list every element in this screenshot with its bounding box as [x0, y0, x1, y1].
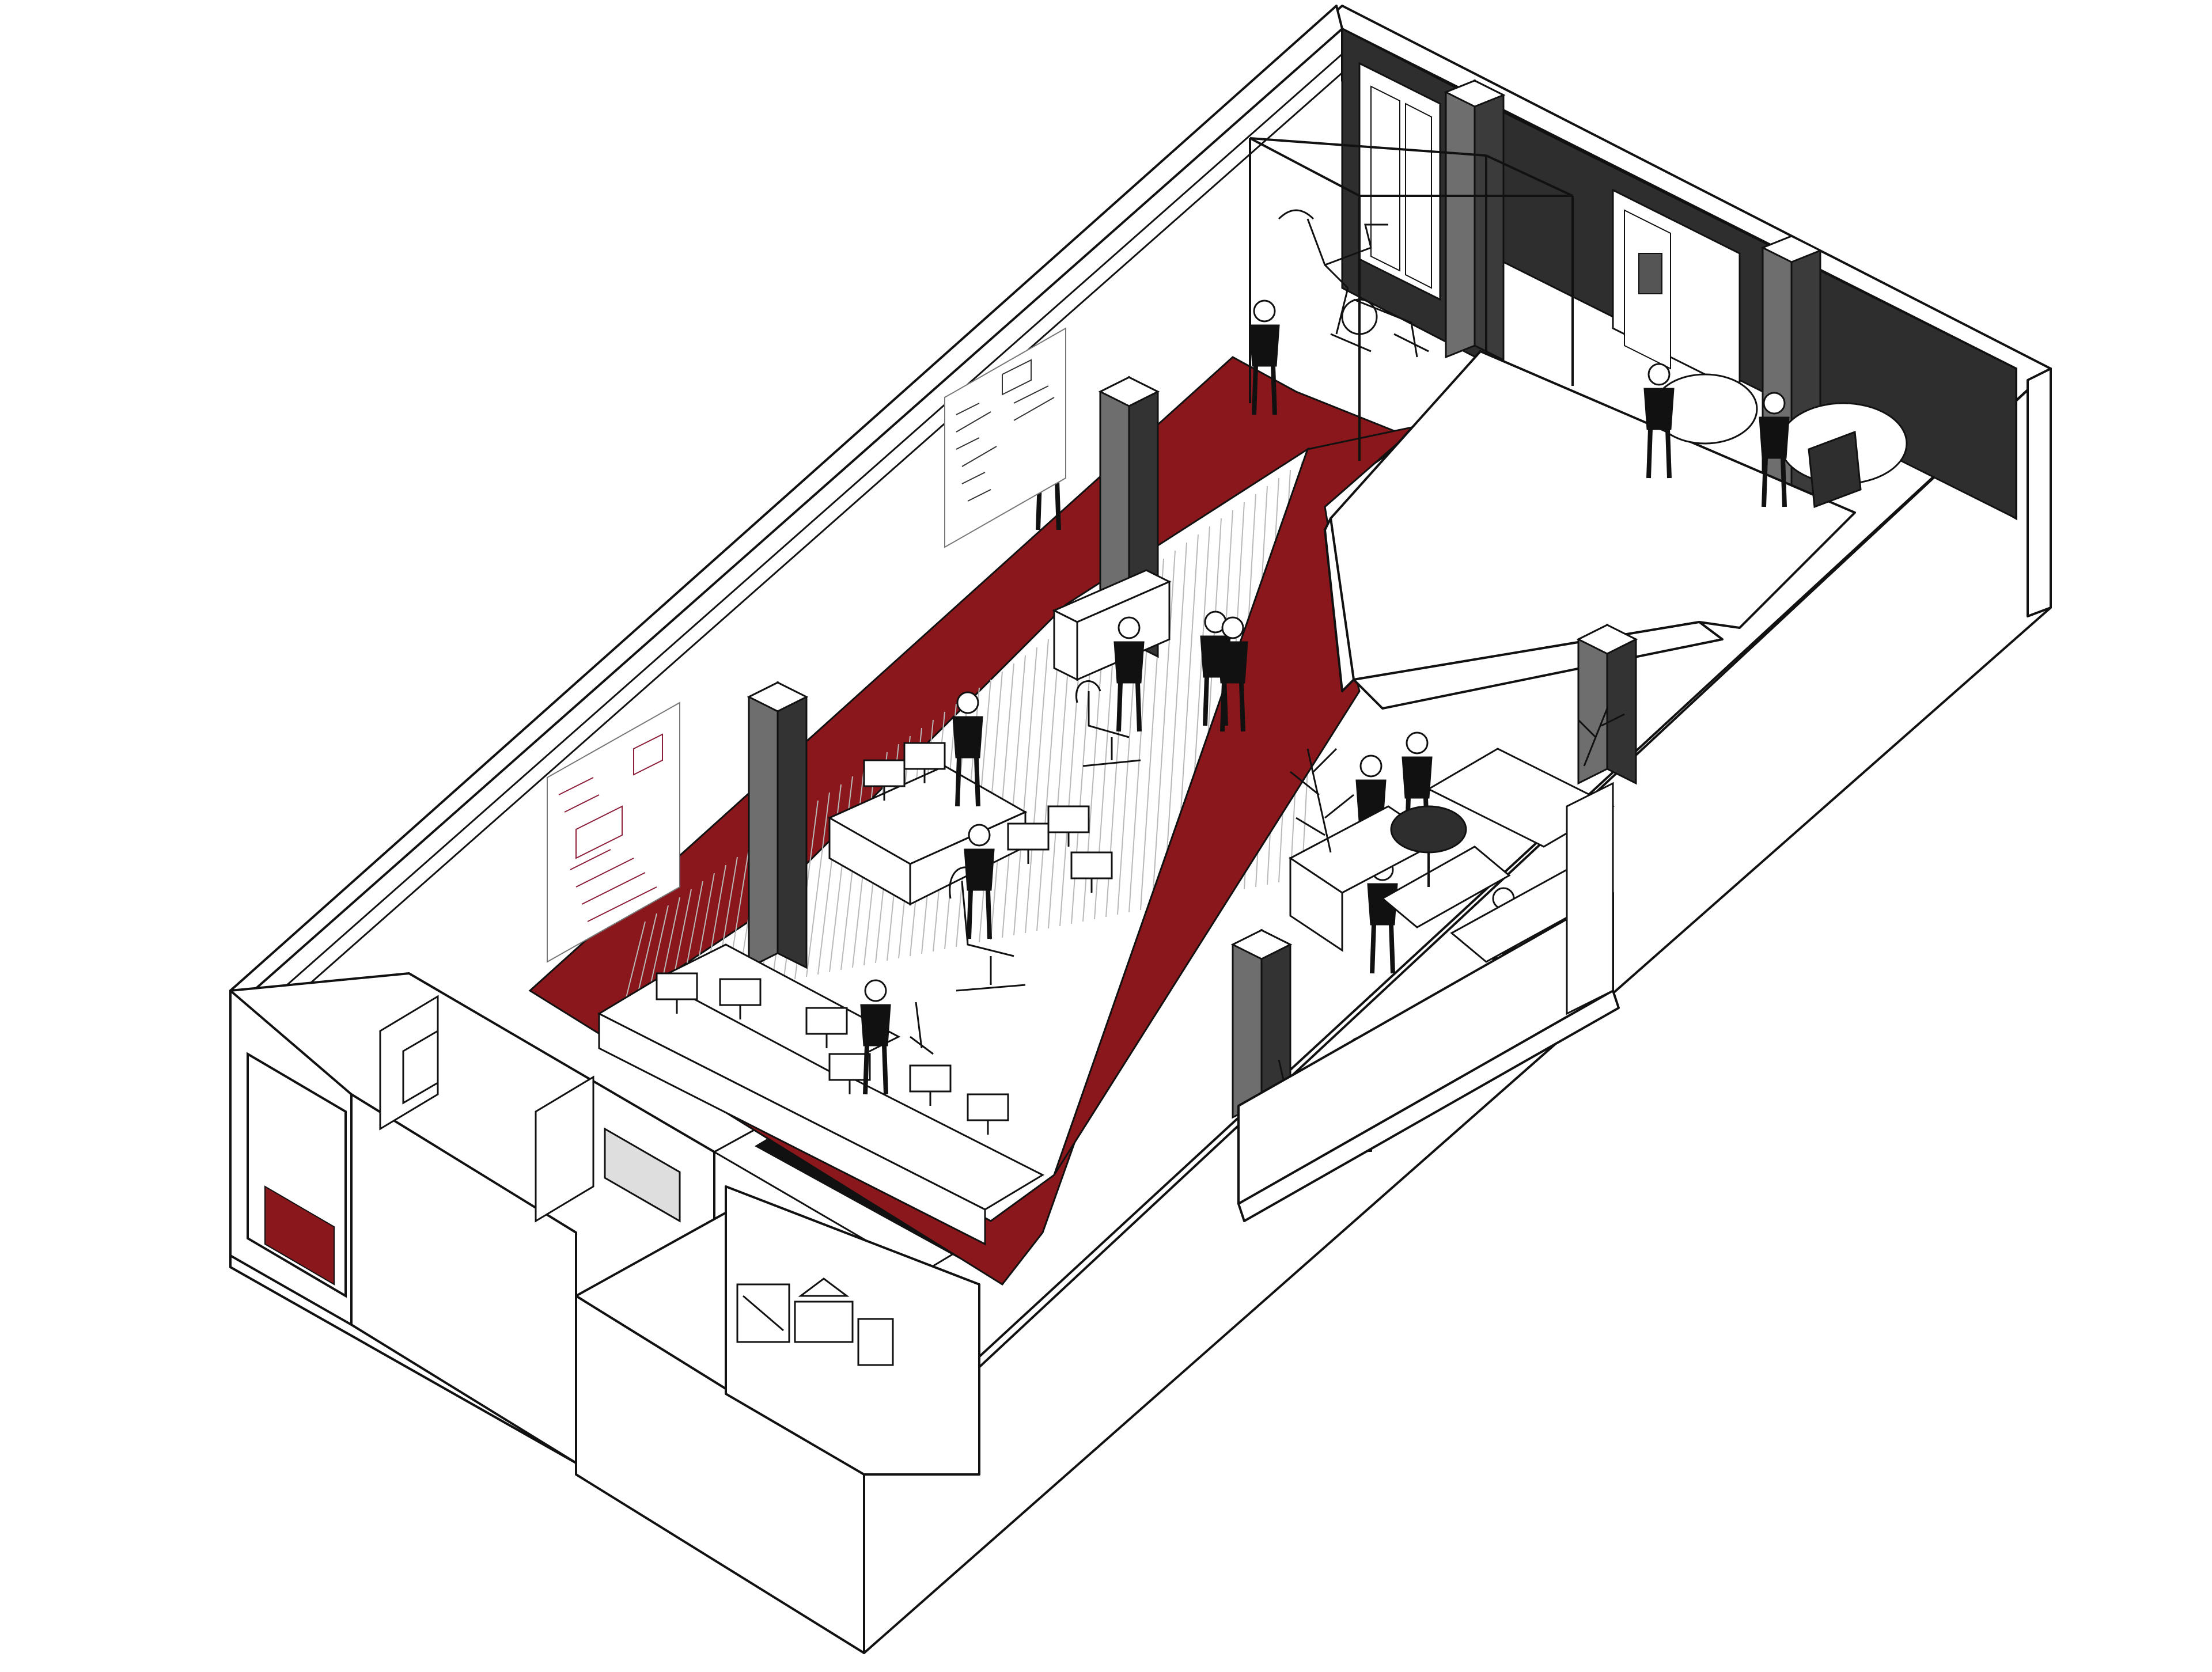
- person-icon: [1759, 392, 1790, 507]
- monitor-icon: [903, 742, 946, 770]
- monitor-icon: [1070, 851, 1113, 879]
- floor-column-2: [747, 681, 809, 969]
- stripe-line: [1036, 631, 1060, 931]
- stripe-line: [1025, 639, 1049, 934]
- monitor-group: [656, 742, 1113, 1135]
- stripe-line: [1002, 655, 1026, 938]
- floor-column-4: [1576, 623, 1638, 785]
- monitor-icon: [909, 1064, 952, 1093]
- person-icon: [1249, 299, 1280, 415]
- person-icon: [1643, 363, 1675, 479]
- back-wall-column-1: [1444, 79, 1506, 362]
- lounge-partition: [1237, 782, 1620, 1222]
- person-icon: [952, 691, 983, 807]
- wall-lamp: [1638, 253, 1662, 294]
- whiteboard-icon: [944, 327, 1066, 548]
- kitchen-icon: [736, 1277, 894, 1366]
- monitor-icon: [805, 1007, 848, 1035]
- monitor-icon: [828, 1053, 871, 1081]
- floor-column-3: [1230, 928, 1293, 1119]
- office-chair-icon: [910, 680, 1141, 1055]
- monitor-icon: [1007, 822, 1050, 851]
- person-icon: [964, 824, 995, 939]
- monitor-icon: [863, 759, 906, 787]
- exercise-bike-icon: [1278, 209, 1429, 358]
- entry-door[interactable]: [247, 1052, 347, 1298]
- person-icon: [1113, 616, 1145, 732]
- whiteboard-icon: [547, 702, 680, 963]
- monitor-icon: [1047, 805, 1090, 833]
- dark-wall-door-2[interactable]: [1612, 188, 1741, 393]
- stripe-line: [1163, 542, 1187, 906]
- monitor-icon: [719, 978, 762, 1006]
- monitor-icon: [656, 972, 698, 1000]
- person-icon: [860, 979, 891, 1095]
- workstation-cluster-front: [597, 943, 1045, 1246]
- storage-cabinet: [604, 1127, 681, 1223]
- round-table-icon: [1390, 805, 1467, 887]
- beanbag-icon: [1652, 373, 1908, 509]
- person-icon: [1217, 616, 1248, 732]
- stripe-line: [1013, 647, 1037, 936]
- stripe-line: [806, 792, 830, 977]
- monitor-icon: [967, 1093, 1009, 1121]
- stripe-line: [1152, 550, 1176, 908]
- dark-wall-door-1[interactable]: [1358, 62, 1441, 301]
